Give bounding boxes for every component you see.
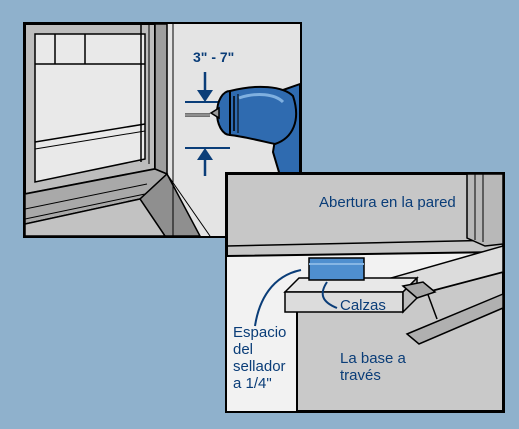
wall-opening-label: Abertura en la pared: [319, 194, 456, 211]
shims-leader: [321, 281, 338, 309]
sealant-leader: [254, 269, 302, 327]
shims-label: Calzas: [340, 297, 386, 314]
base-panel: Abertura en la pared Calzas Espacio del …: [225, 172, 505, 413]
window-pane: [34, 33, 146, 183]
wall-opening: [227, 174, 503, 258]
base-label: La base a través: [340, 350, 406, 384]
gap-dimension-marker: [185, 72, 230, 176]
shim-icon: [308, 257, 365, 281]
gap-dimension-label: 3" - 7": [193, 49, 235, 65]
sealant-space-label: Espacio del sellador a 1/4": [233, 324, 287, 392]
base-illustration: [227, 174, 503, 411]
